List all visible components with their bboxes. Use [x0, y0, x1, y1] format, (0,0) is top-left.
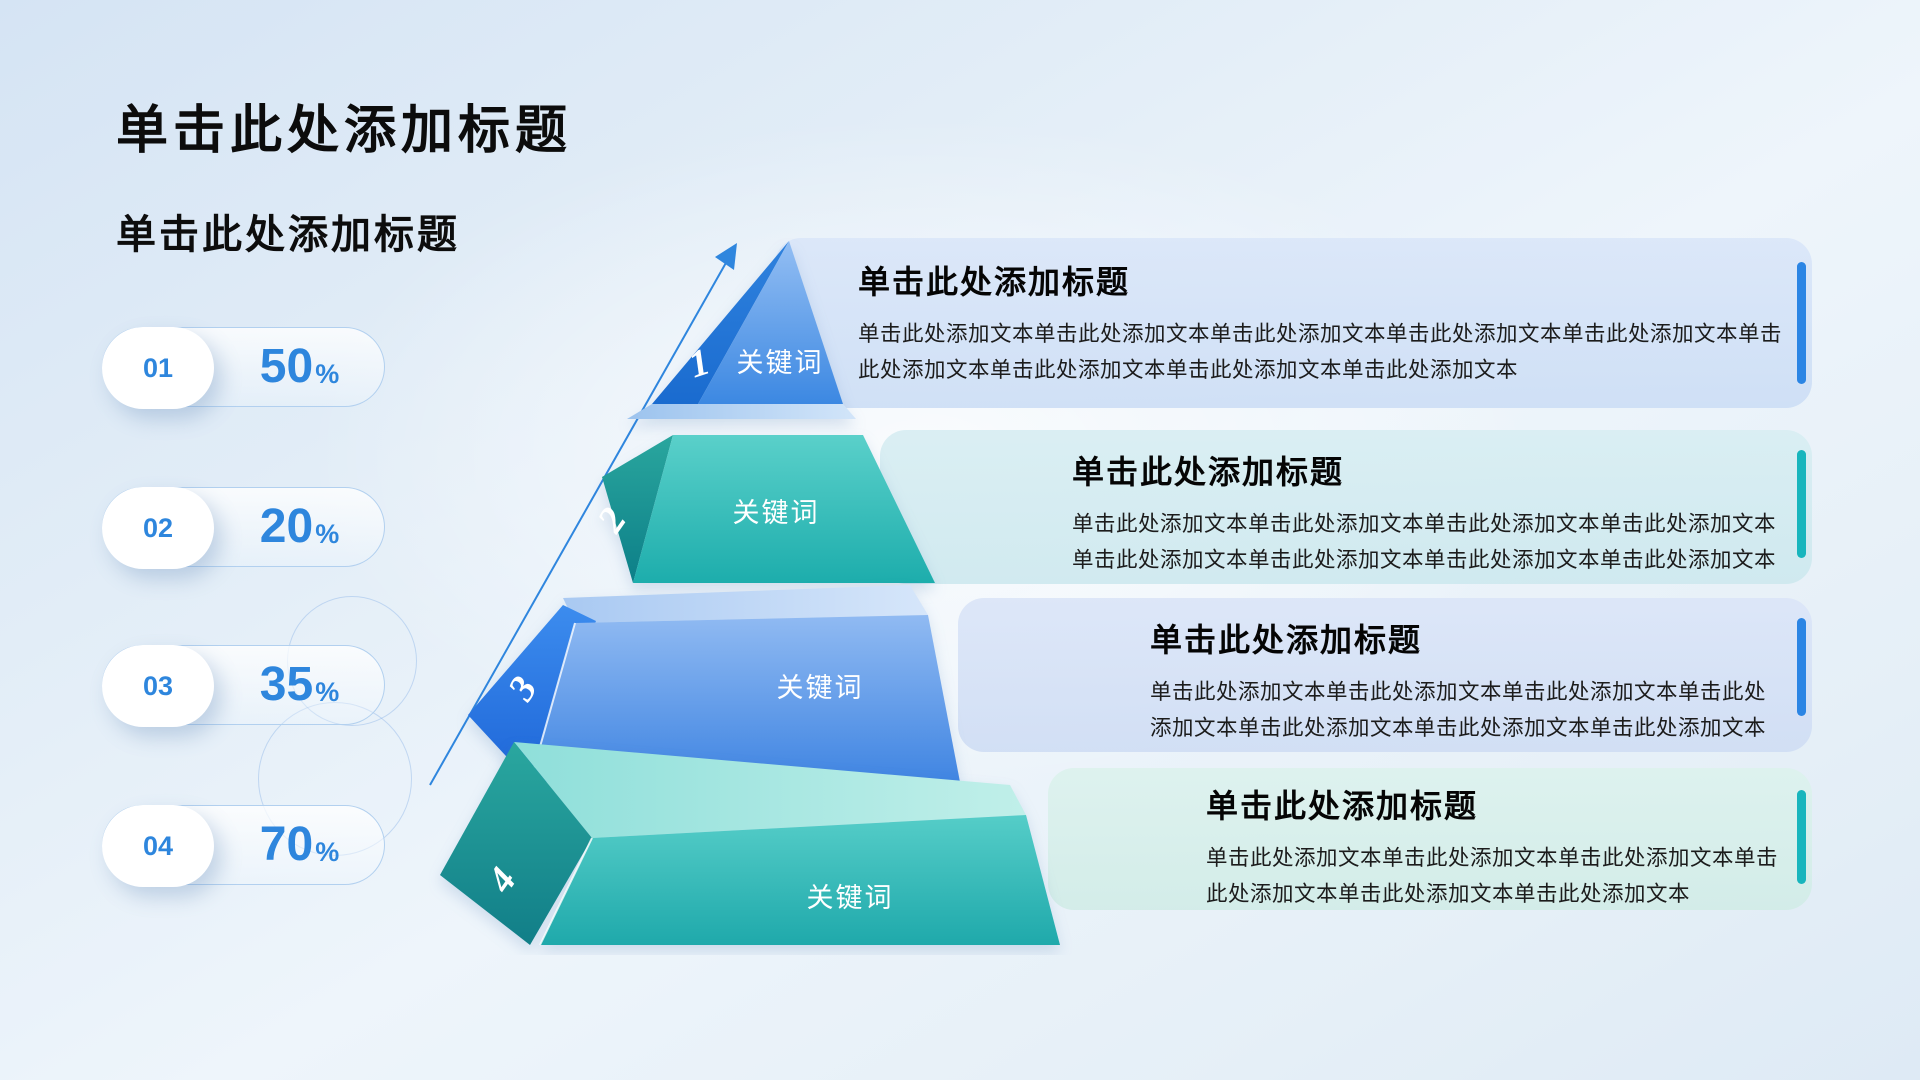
- stat-value-group: 50%: [215, 328, 384, 406]
- info-card-3: 单击此处添加标题 单击此处添加文本单击此处添加文本单击此处添加文本单击此处添加文…: [958, 598, 1812, 752]
- level-4-edge-highlight: [539, 837, 593, 946]
- level-3-top-face: [563, 585, 928, 623]
- growth-arrow-icon: [429, 243, 737, 786]
- pyramid-level-3: 3 关键词: [468, 585, 960, 783]
- card-title: 单击此处添加标题: [1206, 788, 1479, 824]
- card-body: 单击此处添加文本单击此处添加文本单击此处添加文本单击此处添加文本单击此处添加文本…: [1072, 512, 1777, 572]
- info-card-2: 单击此处添加标题 单击此处添加文本单击此处添加文本单击此处添加文本单击此处添加文…: [880, 430, 1812, 584]
- stat-pill-3: 03 35%: [102, 645, 385, 727]
- stat-index-badge: 02: [102, 487, 214, 569]
- stat-unit: %: [315, 358, 340, 389]
- card-title: 单击此处添加标题: [858, 264, 1131, 300]
- stat-index-badge: 01: [102, 327, 214, 409]
- stat-value: 20: [259, 500, 314, 553]
- stat-pill-4: 04 70%: [102, 805, 385, 887]
- stat-value: 35: [259, 658, 314, 711]
- stat-value: 70: [259, 818, 314, 871]
- stat-unit: %: [315, 676, 340, 707]
- level-4-top-face: [514, 742, 1026, 838]
- stat-unit: %: [315, 836, 340, 867]
- level-2-front-face: [633, 435, 935, 583]
- slide-title: 单击此处添加标题: [116, 102, 573, 160]
- stat-value-group: 70%: [215, 806, 384, 884]
- stat-index-badge: 03: [102, 645, 214, 727]
- pyramid-diagram: 1 关键词 2 关键词 3 关键词 4 关键词: [429, 241, 1060, 946]
- stat-value-group: 20%: [215, 488, 384, 566]
- level-1-bottom-face: [627, 404, 856, 419]
- info-card-1: 单击此处添加标题 单击此处添加文本单击此处添加文本单击此处添加文本单击此处添加文…: [775, 238, 1812, 408]
- card-accent-bar: [1797, 790, 1806, 884]
- stat-index-badge: 04: [102, 805, 214, 887]
- card-accent-bar: [1797, 618, 1806, 716]
- level-3-side-face: [468, 605, 596, 782]
- level-3-front-face: [530, 615, 960, 782]
- level-2-side-face: [602, 435, 673, 583]
- stat-value-group: 35%: [215, 646, 384, 724]
- pyramid-level-4: 4 关键词: [440, 742, 1060, 946]
- level-4-side-face: [440, 742, 592, 945]
- level-2-label: 关键词: [733, 498, 820, 528]
- card-title: 单击此处添加标题: [1150, 622, 1423, 658]
- stat-index: 01: [142, 352, 174, 383]
- stat-pill-1: 01 50%: [102, 327, 385, 409]
- card-accent-bar: [1797, 450, 1806, 558]
- card-accent-bar: [1797, 262, 1806, 384]
- level-3-label: 关键词: [777, 673, 864, 703]
- level-4-label: 关键词: [807, 883, 894, 913]
- card-body: 单击此处添加文本单击此处添加文本单击此处添加文本单击此处添加文本单击此处添加文本…: [1150, 680, 1767, 740]
- stat-index: 03: [142, 670, 174, 701]
- stat-pill-2: 02 20%: [102, 487, 385, 569]
- stat-unit: %: [315, 518, 340, 549]
- level-4-front-face: [540, 815, 1060, 945]
- card-title: 单击此处添加标题: [1072, 454, 1345, 490]
- level-1-side-face: [652, 241, 789, 404]
- level-1-front-face: [698, 241, 843, 404]
- card-body: 单击此处添加文本单击此处添加文本单击此处添加文本单击此处添加文本单击此处添加文本…: [1206, 846, 1779, 906]
- stat-value: 50: [259, 340, 314, 393]
- stat-index: 04: [142, 830, 174, 861]
- pyramid-level-2: 2 关键词: [589, 435, 935, 583]
- level-1-label: 关键词: [737, 348, 824, 378]
- pyramid-level-1: 1 关键词: [627, 241, 856, 419]
- card-body: 单击此处添加文本单击此处添加文本单击此处添加文本单击此处添加文本单击此处添加文本…: [858, 322, 1783, 382]
- info-card-4: 单击此处添加标题 单击此处添加文本单击此处添加文本单击此处添加文本单击此处添加文…: [1048, 768, 1812, 910]
- stat-index: 02: [142, 512, 174, 543]
- slide-subtitle: 单击此处添加标题: [116, 213, 460, 257]
